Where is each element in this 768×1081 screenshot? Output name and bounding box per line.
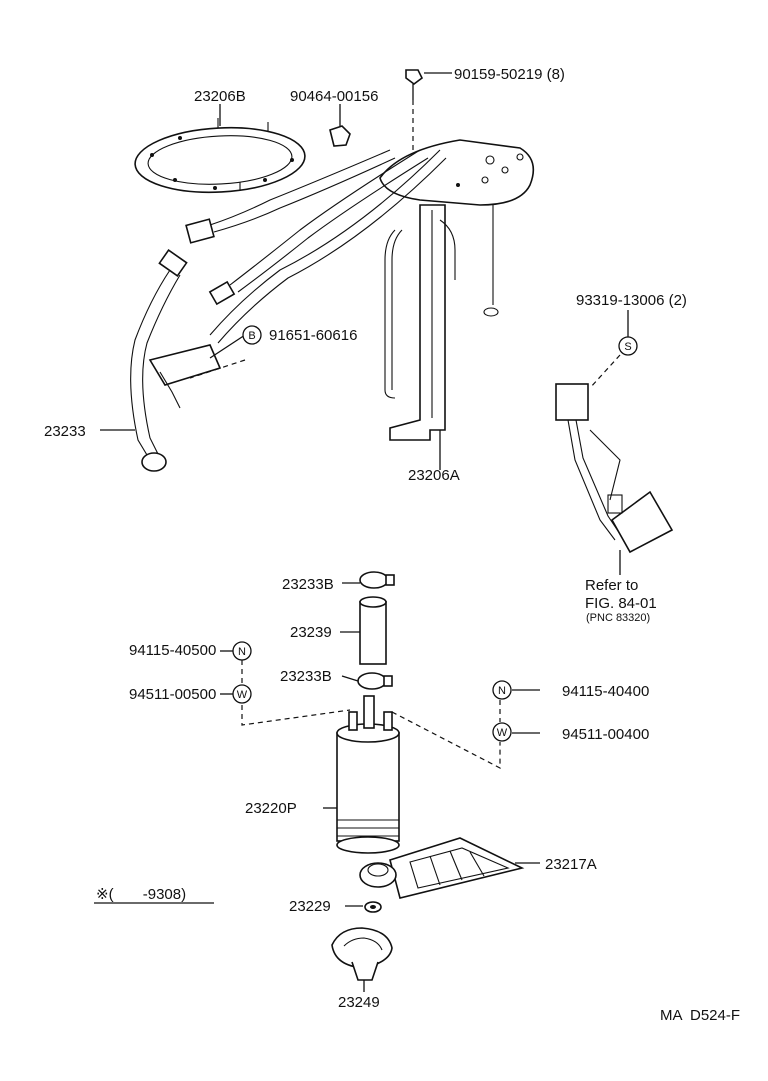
- label-23220P: 23220P: [245, 800, 297, 817]
- bolt-90159: [405, 69, 424, 100]
- bracket-23206A: [379, 139, 535, 441]
- dash-93319: [589, 354, 621, 389]
- pipe-23233: [130, 249, 188, 472]
- symbol-W-right-letter: W: [497, 727, 508, 739]
- symbol-N-right-letter: N: [498, 685, 506, 697]
- label-23217A: 23217A: [545, 856, 597, 873]
- harness: [148, 149, 447, 409]
- fuel-pump-23220P: [336, 695, 400, 854]
- clamp-23233B-top: [359, 571, 395, 589]
- symbol-B-icon: B: [242, 325, 262, 345]
- clip-90464: [329, 125, 351, 147]
- label-23229: 23229: [289, 898, 331, 915]
- symbol-N-right-icon: N: [492, 680, 512, 700]
- fuel-sender-unit: [555, 383, 674, 554]
- label-90159: 90159-50219 (8): [454, 66, 565, 83]
- filter-23217A: [359, 837, 525, 899]
- figure-code: MA D524-F: [660, 1007, 740, 1024]
- symbol-B-letter: B: [248, 330, 255, 342]
- label-23239: 23239: [290, 624, 332, 641]
- dash-91651: [189, 359, 246, 379]
- production-note: ※( -9308): [96, 886, 186, 903]
- refer-line3: (PNC 83320): [586, 612, 650, 624]
- label-23206B: 23206B: [194, 88, 246, 105]
- symbol-N-left-letter: N: [238, 646, 246, 658]
- leader-23233B-bottom: [341, 675, 359, 682]
- label-94511-00500: 94511-00500: [129, 686, 216, 703]
- symbol-N-left-icon: N: [232, 641, 252, 661]
- symbol-S-letter: S: [624, 341, 631, 353]
- dash-left: [241, 705, 351, 726]
- symbol-W-left-icon: W: [232, 684, 252, 704]
- refer-line1: Refer to: [585, 577, 638, 594]
- refer-line2: FIG. 84-01: [585, 595, 657, 612]
- label-94511-00400: 94511-00400: [562, 726, 649, 743]
- label-23249: 23249: [338, 994, 380, 1011]
- leader-91651: [209, 334, 246, 359]
- label-91651: 91651-60616: [269, 327, 357, 344]
- cushion-23249: [331, 927, 393, 981]
- label-23206A: 23206A: [408, 467, 460, 484]
- clamp-23233B-bottom: [357, 672, 393, 690]
- label-90464: 90464-00156: [290, 88, 378, 105]
- symbol-W-right-icon: W: [492, 722, 512, 742]
- label-23233B-top: 23233B: [282, 576, 334, 593]
- washer-23229: [364, 901, 382, 913]
- symbol-W-left-letter: W: [237, 689, 248, 701]
- label-23233B-bottom: 23233B: [280, 668, 332, 685]
- label-23233: 23233: [44, 423, 86, 440]
- symbol-S-icon: S: [618, 336, 638, 356]
- label-94115-40500: 94115-40500: [129, 642, 216, 659]
- dash-right: [391, 711, 501, 769]
- label-94115-40400: 94115-40400: [562, 683, 649, 700]
- gasket-23206B: [134, 118, 306, 194]
- label-93319: 93319-13006 (2): [576, 292, 687, 309]
- hose-23239: [359, 596, 387, 665]
